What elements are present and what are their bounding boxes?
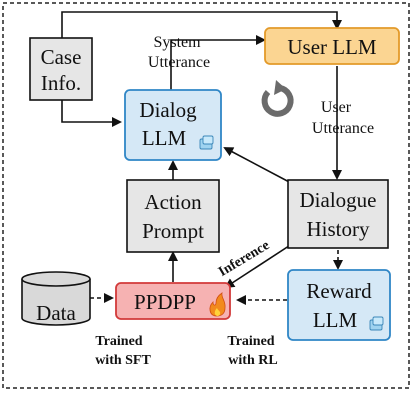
node-dialog-llm: Dialog LLM xyxy=(124,89,222,161)
user-llm-label: User LLM xyxy=(287,35,377,59)
edge-case-to-dialog xyxy=(61,100,122,127)
ppdpp-label: PPDPP xyxy=(134,290,196,314)
inference-label: Inference xyxy=(216,238,272,280)
dialogue-history-line-2: History xyxy=(307,217,371,241)
node-reward-llm: Reward LLM xyxy=(287,269,391,341)
trained-rl-line-2: with RL xyxy=(228,353,277,368)
system-utterance-line-2: Utterance xyxy=(148,54,210,71)
action-prompt-line-1: Action xyxy=(144,190,202,214)
node-user-llm: User LLM xyxy=(264,27,400,65)
node-dialogue-history: Dialogue History xyxy=(287,179,389,249)
node-case-info: Case Info. xyxy=(29,37,93,101)
trained-sft-line-1: Trained xyxy=(95,334,142,349)
node-ppdpp: PPDPP xyxy=(115,282,231,320)
dialogue-history-line-1: Dialogue xyxy=(300,188,377,212)
ice-cube-icon xyxy=(369,316,384,331)
edge-dialog-to-user xyxy=(170,35,266,90)
action-prompt-line-2: Prompt xyxy=(142,219,204,243)
user-utterance-line-1: User xyxy=(321,99,352,116)
trained-rl-line-1: Trained xyxy=(227,334,274,349)
refresh-cycle-icon xyxy=(261,80,294,117)
case-info-line-1: Case xyxy=(41,45,82,69)
node-action-prompt: Action Prompt xyxy=(126,179,220,253)
data-label: Data xyxy=(36,301,76,325)
reward-llm-line-2: LLM xyxy=(313,308,358,332)
node-data: Data xyxy=(21,271,91,326)
dialog-llm-line-1: Dialog xyxy=(139,98,197,122)
case-info-line-2: Info. xyxy=(41,71,81,95)
ice-cube-icon xyxy=(199,135,214,150)
edge-case-to-user xyxy=(61,11,342,38)
fire-icon xyxy=(209,292,226,317)
system-utterance-line-1: System xyxy=(153,34,201,51)
edge-history-to-dialog xyxy=(223,147,294,185)
user-utterance-line-2: Utterance xyxy=(312,120,374,137)
trained-sft-line-2: with SFT xyxy=(95,353,151,368)
dialog-llm-line-2: LLM xyxy=(142,126,187,150)
edge-history-to-ppdpp xyxy=(224,241,296,289)
reward-llm-line-1: Reward xyxy=(306,279,372,303)
outer-frame xyxy=(2,2,410,389)
